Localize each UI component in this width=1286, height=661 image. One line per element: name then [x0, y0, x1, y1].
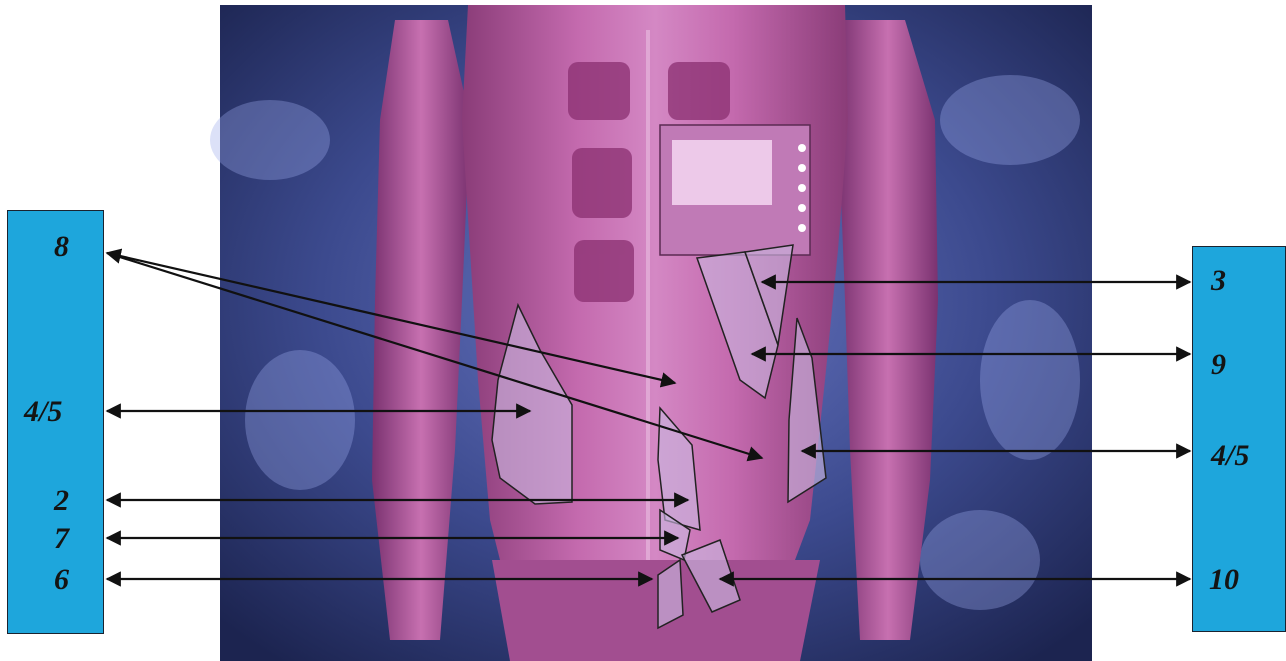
pelvis — [492, 560, 820, 661]
right-label-9: 9 — [1211, 350, 1226, 380]
right-label-10: 10 — [1209, 565, 1239, 595]
right-label-4-5: 4/5 — [1211, 441, 1249, 471]
left-label-7: 7 — [54, 524, 69, 554]
left-label-8: 8 — [54, 232, 69, 262]
left-label-6: 6 — [54, 565, 69, 595]
right-label-3: 3 — [1211, 266, 1226, 296]
left-label-4-5: 4/5 — [24, 397, 62, 427]
left-label-2: 2 — [54, 486, 69, 516]
